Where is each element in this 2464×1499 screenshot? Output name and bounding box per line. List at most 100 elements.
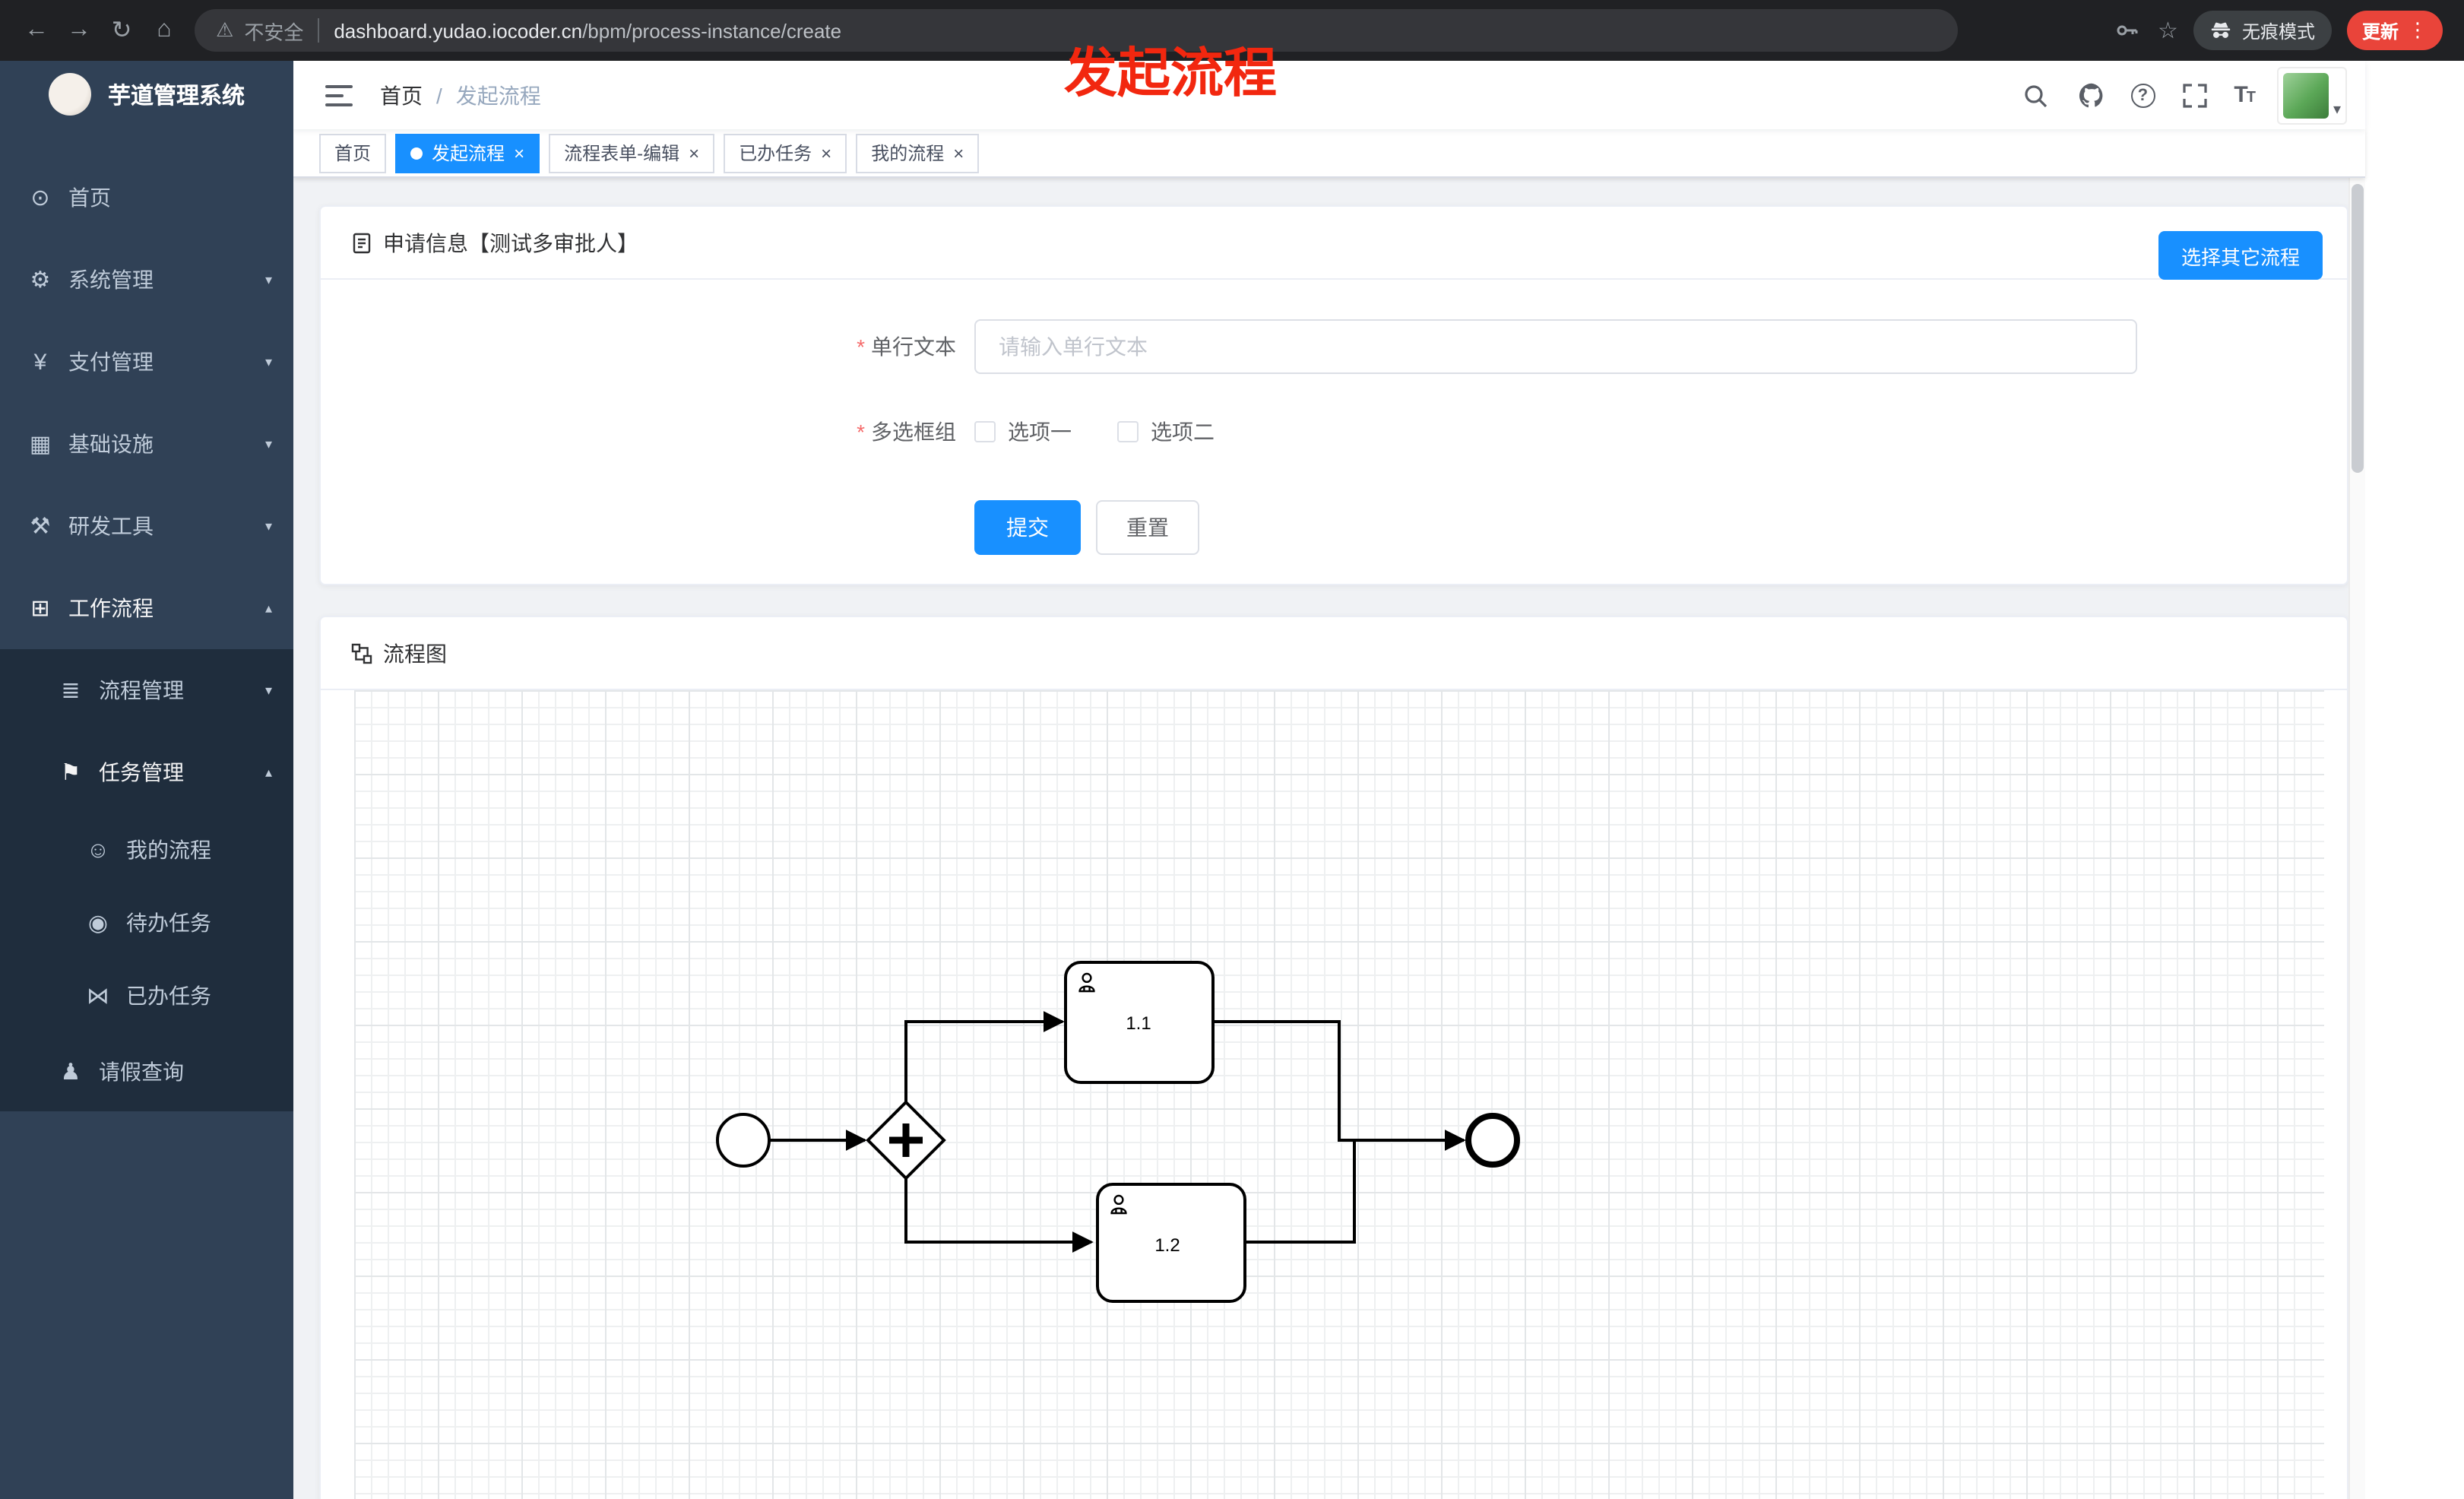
chevron-down-icon: ▾ [264, 436, 272, 451]
breadcrumb-current: 发起流程 [455, 83, 541, 107]
sidebar-item-dev-tools[interactable]: ⚒ 研发工具 ▾ [0, 485, 293, 567]
url-path: /bpm/process-instance/create [582, 19, 842, 42]
single-text-input[interactable] [974, 319, 2137, 374]
address-bar[interactable]: ⚠ 不安全 dashboard.yudao.iocoder.cn/bpm/pro… [195, 9, 1958, 52]
flow-task2-to-end[interactable] [1242, 1130, 1466, 1244]
tab-close-icon[interactable]: × [514, 142, 525, 163]
search-icon[interactable] [2018, 78, 2051, 112]
logo-avatar-image [49, 73, 91, 116]
tab-close-icon[interactable]: × [689, 142, 700, 163]
github-icon[interactable] [2074, 78, 2108, 112]
address-bar-divider [317, 18, 319, 43]
sidebar-item-home[interactable]: ⊙ 首页 [0, 157, 293, 239]
sidebar-item-todo-tasks[interactable]: ◉ 待办任务 [0, 886, 293, 959]
tab-my-process[interactable]: 我的流程 × [856, 133, 980, 173]
sidebar-item-payment-management[interactable]: ¥ 支付管理 ▾ [0, 321, 293, 403]
font-size-icon[interactable]: TT [2234, 82, 2256, 108]
sidebar: 芋道管理系统 ⊙ 首页 ⚙ 系统管理 ▾ ¥ 支付管理 ▾ ▦ 基础设施 ▾ [0, 61, 293, 1499]
sidebar-item-leave-query[interactable]: ♟ 请假查询 [0, 1032, 293, 1111]
browser-reload-icon[interactable]: ↻ [111, 18, 132, 44]
avatar [2282, 72, 2329, 118]
flow-task1-to-merge[interactable] [1213, 1020, 1354, 1142]
browser-toolbar-right: ☆ 无痕模式 更新 ⋮ [2109, 11, 2449, 50]
navbar-tools: ? TT ▾ [2018, 66, 2365, 124]
sidebar-item-task-management[interactable]: ⚑ 任务管理 ▴ [0, 731, 293, 813]
document-icon [353, 232, 371, 253]
tab-label: 流程表单-编辑 [564, 143, 680, 164]
chevron-down-icon: ▾ [264, 271, 272, 287]
infrastructure-icon: ▦ [29, 432, 52, 458]
scrollbar-thumb[interactable] [2352, 184, 2364, 473]
checkbox-option-2[interactable] [1117, 421, 1139, 442]
bpmn-start-event[interactable] [716, 1113, 771, 1168]
sidebar-item-infrastructure[interactable]: ▦ 基础设施 ▾ [0, 403, 293, 485]
sidebar-item-label: 系统管理 [68, 268, 154, 292]
sidebar-item-workflow[interactable]: ⊞ 工作流程 ▴ [0, 567, 293, 649]
checkbox-option-2-label[interactable]: 选项二 [1151, 420, 1215, 444]
browser-back-icon[interactable]: ← [24, 17, 49, 43]
apply-info-card-header: 申请信息【测试多审批人】 [321, 207, 2347, 280]
page-scrollbar[interactable] [2348, 178, 2365, 1499]
list-icon: ≣ [61, 678, 81, 704]
tab-close-icon[interactable]: × [821, 142, 832, 163]
single-text-label: *单行文本 [857, 334, 956, 359]
select-other-process-button[interactable]: 选择其它流程 [2158, 231, 2323, 280]
tab-home[interactable]: 首页 [319, 133, 387, 173]
flow-gateway-to-task2[interactable] [904, 1178, 1094, 1253]
sidebar-item-done-tasks[interactable]: ⋈ 已办任务 [0, 959, 293, 1032]
eye-icon: ◉ [87, 911, 109, 936]
browser-chrome: ← → ↻ ⌂ ⚠ 不安全 dashboard.yudao.iocoder.cn… [0, 0, 2464, 61]
app-logo[interactable]: 芋道管理系统 [0, 61, 293, 128]
required-asterisk: * [857, 334, 865, 359]
bpmn-user-task-1-1[interactable]: 1.1 [1064, 961, 1215, 1084]
browser-home-icon[interactable]: ⌂ [157, 17, 172, 43]
sidebar-item-label: 任务管理 [99, 760, 184, 784]
gear-icon: ⚙ [30, 268, 51, 293]
chevron-down-icon: ▾ [264, 353, 272, 369]
workflow-submenu: ≣ 流程管理 ▾ ⚑ 任务管理 ▴ ☺ 我的流程 ◉ 待办任务 [0, 649, 293, 1111]
tab-create-process[interactable]: 发起流程 × [395, 133, 540, 173]
password-key-icon[interactable] [2109, 14, 2143, 47]
user-avatar-menu[interactable]: ▾ [2276, 66, 2347, 124]
bpmn-canvas[interactable]: 1.1 1.2 [354, 690, 2324, 1499]
workflow-icon: ⊞ [30, 596, 50, 622]
required-asterisk: * [857, 420, 865, 444]
plus-icon [889, 1123, 923, 1157]
bpmn-parallel-gateway[interactable] [866, 1100, 946, 1181]
sidebar-toggle-icon[interactable] [316, 72, 362, 118]
sidebar-item-process-management[interactable]: ≣ 流程管理 ▾ [0, 649, 293, 731]
task-label: 1.1 [1126, 1013, 1151, 1034]
tab-label: 我的流程 [871, 143, 945, 164]
bpmn-end-event[interactable] [1465, 1113, 1520, 1168]
page-url: dashboard.yudao.iocoder.cn/bpm/process-i… [334, 19, 841, 42]
browser-update-button[interactable]: 更新 ⋮ [2346, 11, 2443, 50]
browser-menu-icon[interactable]: ⋮ [2408, 18, 2428, 41]
active-tab-dot [410, 147, 423, 159]
reset-button[interactable]: 重置 [1096, 500, 1199, 555]
tab-process-form-edit[interactable]: 流程表单-编辑 × [549, 133, 715, 173]
chevron-up-icon: ▴ [264, 764, 272, 779]
sidebar-item-system-management[interactable]: ⚙ 系统管理 ▾ [0, 239, 293, 321]
bpmn-user-task-1-2[interactable]: 1.2 [1096, 1183, 1246, 1303]
sidebar-item-label: 我的流程 [126, 838, 211, 862]
sidebar-item-label: 流程管理 [99, 678, 184, 702]
sidebar-item-my-process[interactable]: ☺ 我的流程 [0, 813, 293, 886]
tab-done-tasks[interactable]: 已办任务 × [724, 133, 847, 173]
breadcrumb-home[interactable]: 首页 [380, 83, 423, 107]
breadcrumb: 首页 / 发起流程 [380, 80, 541, 110]
sidebar-item-label: 待办任务 [126, 911, 211, 935]
submit-button[interactable]: 提交 [974, 500, 1081, 555]
tab-label: 首页 [334, 143, 372, 164]
incognito-spy-icon [2211, 22, 2231, 38]
tab-close-icon[interactable]: × [953, 142, 964, 163]
checkbox-option-1[interactable] [974, 421, 996, 442]
checkbox-option-1-label[interactable]: 选项一 [1008, 420, 1072, 444]
help-icon[interactable]: ? [2130, 83, 2155, 107]
sidebar-item-label: 基础设施 [68, 432, 154, 456]
bookmark-star-icon[interactable]: ☆ [2158, 18, 2178, 44]
fullscreen-icon[interactable] [2177, 78, 2211, 112]
breadcrumb-separator: / [436, 83, 442, 107]
browser-forward-icon[interactable]: → [67, 17, 91, 43]
flow-gateway-to-task1[interactable] [904, 1011, 1065, 1102]
checkbox-group-label: *多选框组 [857, 420, 956, 444]
